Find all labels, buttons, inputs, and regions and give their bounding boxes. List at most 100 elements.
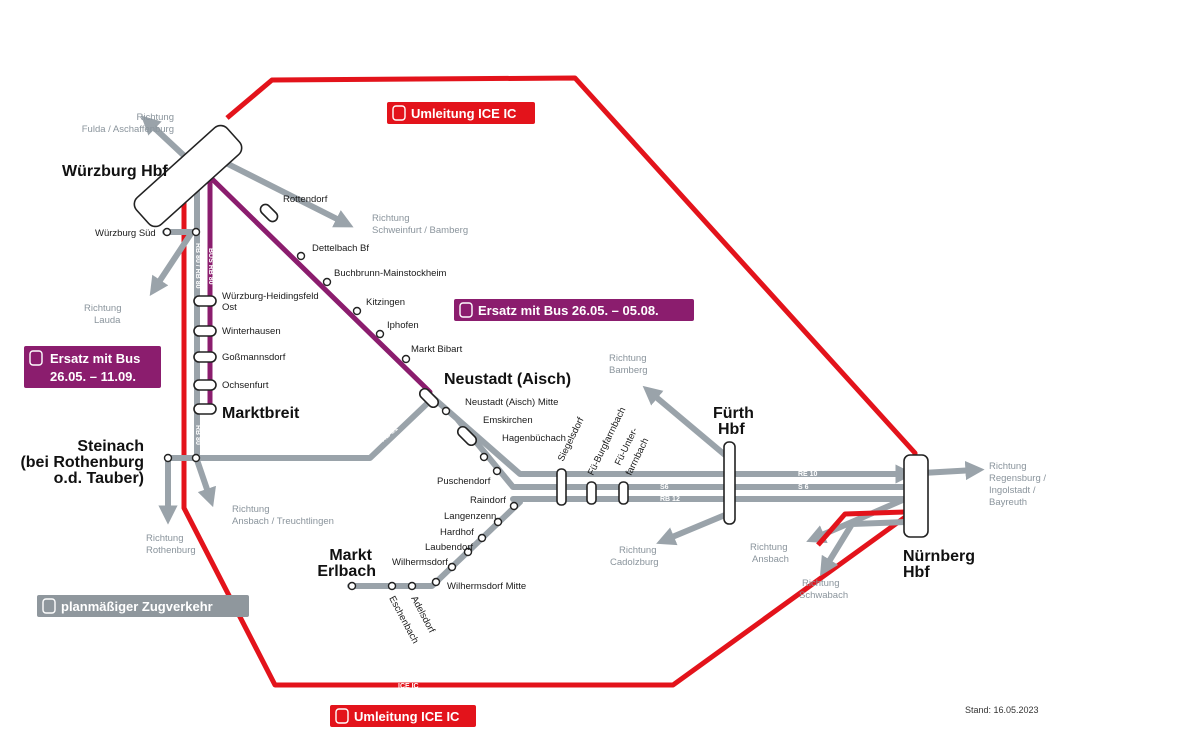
stand-date: Stand: 16.05.2023	[965, 705, 1039, 715]
station-gossmannsdorf-block[interactable]	[193, 351, 217, 363]
dir-cadolzburg-1: Richtung	[619, 545, 657, 556]
label-wilhermsdorf: Wilhermsdorf	[392, 557, 448, 568]
dot-wuerzburg-sued[interactable]	[162, 227, 172, 237]
station-siegelsdorf-block[interactable]	[556, 468, 567, 506]
station-emskirchen-block[interactable]	[456, 425, 479, 448]
label-ochsenfurt: Ochsenfurt	[222, 380, 269, 391]
dir-regensburg-4: Bayreuth	[989, 497, 1027, 508]
dot-adelsdorf[interactable]	[407, 581, 417, 591]
label-neustadt-mitte: Neustadt (Aisch) Mitte	[465, 397, 558, 408]
dot-steinach-west[interactable]	[163, 453, 173, 463]
station-winterhausen-block[interactable]	[193, 325, 217, 337]
station-ochsenfurt-block[interactable]	[193, 379, 217, 391]
hub-label-markt-erlbach-1: Markt	[329, 547, 372, 564]
label-heidingsfeld-2: Ost	[222, 302, 237, 313]
dir-ansbach-1: Richtung	[750, 542, 788, 553]
dot-wuerzburg-sued-east[interactable]	[191, 227, 201, 237]
svg-text:Umleitung ICE IC: Umleitung ICE IC	[411, 106, 517, 121]
hub-label-steinach-1: Steinach	[77, 438, 144, 455]
dir-schwabach-2: Schwabach	[799, 590, 848, 601]
bus-icon	[29, 350, 43, 366]
dir-ansbach-treucht-1: Richtung	[232, 504, 270, 515]
dot-neustadt-mitte[interactable]	[441, 406, 451, 416]
station-rottendorf-block[interactable]	[258, 202, 279, 223]
line-label-re10: RE 10	[798, 471, 818, 478]
dot-dettelbach[interactable]	[296, 251, 306, 261]
train-icon	[42, 598, 56, 614]
label-iphofen: Iphofen	[387, 320, 419, 331]
dot-laubendorf[interactable]	[463, 547, 473, 557]
ice-branch-schwabach	[816, 509, 906, 547]
label-wuerzburg-sued: Würzburg Süd	[95, 228, 156, 239]
label-puschendorf: Puschendorf	[437, 476, 491, 487]
dir-bamberg-2: Bamberg	[609, 365, 648, 376]
hub-label-wuerzburg: Würzburg Hbf	[62, 163, 168, 180]
dir-bamberg-1: Richtung	[609, 353, 647, 364]
station-heidingsfeld-block[interactable]	[193, 295, 217, 307]
hub-label-nuernberg-1: Nürnberg	[903, 548, 975, 565]
dot-markt-erlbach[interactable]	[347, 581, 357, 591]
line-label-s6-top: S6	[660, 484, 669, 491]
dot-langenzenn[interactable]	[493, 517, 503, 527]
badge-regular: planmäßiger Zugverkehr	[37, 595, 249, 617]
label-markt-bibart: Markt Bibart	[411, 344, 463, 355]
label-rottendorf: Rottendorf	[283, 194, 328, 205]
dir-regensburg-3: Ingolstadt /	[989, 485, 1036, 496]
dir-regensburg-2: Regensburg /	[989, 473, 1046, 484]
hub-label-marktbreit: Marktbreit	[222, 405, 300, 422]
svg-text:Umleitung ICE IC: Umleitung ICE IC	[354, 709, 460, 724]
label-winterhausen: Winterhausen	[222, 326, 281, 337]
dot-wilhermsdorf[interactable]	[447, 562, 457, 572]
label-hardhof: Hardhof	[440, 527, 474, 538]
hub-stations	[131, 122, 929, 538]
dot-kitzingen[interactable]	[352, 306, 362, 316]
dir-schwabach-1: Richtung	[802, 578, 840, 589]
station-marktbreit-block[interactable]	[193, 403, 217, 415]
dot-buchbrunn[interactable]	[322, 277, 332, 287]
dir-fulda-1: Richtung	[137, 112, 175, 123]
line-label-rb80: RB 80	[194, 425, 201, 445]
dot-hardhof[interactable]	[477, 533, 487, 543]
dir-rothenburg-2: Rothenburg	[146, 545, 196, 556]
hub-labels: Würzburg Hbf Marktbreit Neustadt (Aisch)…	[20, 163, 975, 581]
badge-ice-top: Umleitung ICE IC	[387, 102, 535, 124]
dir-rothenburg-1: Richtung	[146, 533, 184, 544]
train-icon	[392, 105, 406, 121]
dot-raindorf[interactable]	[509, 501, 519, 511]
dir-ansbach-2: Ansbach	[752, 554, 789, 565]
hub-label-neustadt: Neustadt (Aisch)	[444, 371, 571, 388]
line-label-s6-bottom: S 6	[798, 484, 809, 491]
bus-lines	[205, 172, 433, 413]
badge-bus-left: Ersatz mit Bus 26.05. – 11.09.	[24, 346, 161, 388]
station-wuerzburg-hbf-block[interactable]	[131, 122, 246, 230]
dir-schweinfurt-1: Richtung	[372, 213, 410, 224]
station-fuerth-hbf-block[interactable]	[723, 441, 736, 525]
label-wilhermsdorf-mitte: Wilhermsdorf Mitte	[447, 581, 526, 592]
label-hagenbuechach: Hagenbüchach	[502, 433, 566, 444]
dir-lauda-1: Richtung	[84, 303, 122, 314]
station-unterfarrnbach-block[interactable]	[618, 481, 629, 505]
dot-markt-bibart[interactable]	[401, 354, 411, 364]
hub-label-steinach-2: (bei Rothenburg	[20, 454, 144, 471]
dot-eschenbach[interactable]	[387, 581, 397, 591]
line-label-rb12: RB 12	[660, 496, 680, 503]
dot-steinach[interactable]	[191, 453, 201, 463]
dot-wilhermsdorf-mitte[interactable]	[431, 577, 441, 587]
station-burgfarrnbach-block[interactable]	[586, 481, 597, 505]
svg-text:planmäßiger Zugverkehr: planmäßiger Zugverkehr	[61, 599, 213, 614]
badge-ice-bottom: Umleitung ICE IC	[330, 705, 476, 727]
label-kitzingen: Kitzingen	[366, 297, 405, 308]
badge-bus-center: Ersatz mit Bus 26.05. – 05.08.	[454, 299, 694, 321]
hub-label-fuerth-1: Fürth	[713, 405, 754, 422]
station-nuernberg-hbf-block[interactable]	[903, 454, 929, 538]
dot-iphofen[interactable]	[375, 329, 385, 339]
station-neustadt-block[interactable]	[418, 387, 441, 410]
svg-text:26.05. – 11.09.: 26.05. – 11.09.	[50, 369, 136, 384]
label-dettelbach: Dettelbach Bf	[312, 243, 369, 254]
line-label-ice-ic-bottom: ICE IC	[398, 683, 419, 690]
hub-label-fuerth-2: Hbf	[718, 421, 745, 438]
dot-hagenbuechach[interactable]	[479, 452, 489, 462]
dot-puschendorf[interactable]	[492, 466, 502, 476]
dir-schweinfurt-2: Schweinfurt / Bamberg	[372, 225, 468, 236]
